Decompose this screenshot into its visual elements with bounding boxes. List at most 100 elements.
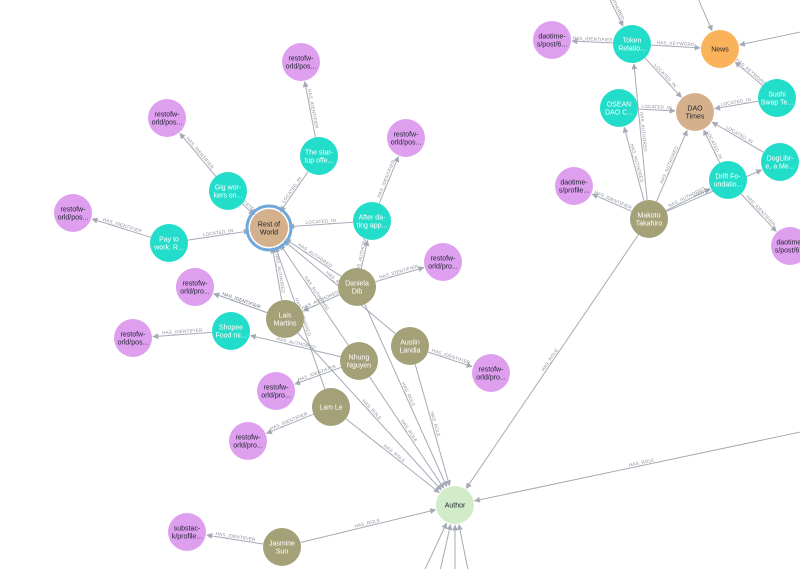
- node-circle[interactable]: [472, 354, 510, 392]
- node-circle[interactable]: [176, 268, 214, 306]
- node-drift-foundation[interactable]: Drift Fo-undatio...: [709, 161, 747, 199]
- edge-lam-le-to-author[interactable]: HAS_ROLE: [345, 418, 440, 493]
- node-circle[interactable]: [54, 194, 92, 232]
- node-lam-le[interactable]: Lam Le: [312, 388, 350, 426]
- edge-jasmine-sun-to-author[interactable]: HAS_ROLE: [300, 508, 437, 544]
- node-circle[interactable]: [257, 372, 295, 410]
- node-circle[interactable]: [266, 300, 304, 338]
- edge-token-relatio-to-dao-times[interactable]: LOCATED_IN: [644, 57, 682, 98]
- node-circle[interactable]: [263, 528, 301, 566]
- node-circle[interactable]: [676, 93, 714, 131]
- node-dt-profile[interactable]: daotime-s/profile...: [555, 167, 593, 205]
- node-rw-pro-1[interactable]: restofw-orld/pro...: [424, 243, 462, 281]
- node-circle[interactable]: [436, 486, 474, 524]
- node-circle[interactable]: [209, 172, 247, 210]
- node-startup-offe[interactable]: The star-tup offe...: [300, 137, 338, 175]
- node-news[interactable]: News: [701, 30, 739, 68]
- edge-offscreen-right-2-to-news[interactable]: [738, 30, 800, 47]
- node-gig-workers[interactable]: Gig wor-kers on...: [209, 172, 247, 210]
- node-circle[interactable]: [613, 25, 651, 63]
- node-circle[interactable]: [229, 422, 267, 460]
- edge-sushi-swap-to-news[interactable]: HAS_KEYWORD: [734, 57, 767, 86]
- edge-offscreen-bottom-4-to-author[interactable]: [457, 524, 470, 569]
- edge-offscreen-top-2-to-news[interactable]: [690, 0, 713, 32]
- node-rw-pos-3[interactable]: restofw-orld/pos...: [54, 194, 92, 232]
- edge-jasmine-sun-to-substack-profile[interactable]: HAS_IDENTIFIER: [206, 531, 264, 545]
- edge-after-dating-to-rest-of-world[interactable]: LOCATED_IN: [288, 218, 354, 230]
- node-circle[interactable]: [168, 513, 206, 551]
- node-rw-pro-6[interactable]: restofw-orld/pro...: [176, 268, 214, 306]
- edge-startup-offe-to-rw-pos-2[interactable]: HAS_IDENTIFIER: [302, 81, 320, 138]
- node-circle[interactable]: [761, 143, 799, 181]
- node-rw-pro-3[interactable]: restofw-orld/pro...: [472, 354, 510, 392]
- node-circle[interactable]: [387, 119, 425, 157]
- edge-gig-workers-to-rw-pos-1[interactable]: HAS_IDENTIFIER: [179, 132, 217, 177]
- node-circle[interactable]: [282, 43, 320, 81]
- node-substack-profile[interactable]: substac-k/profile...: [168, 513, 206, 551]
- edge-lam-le-to-rw-pro-5[interactable]: HAS_IDENTIFIER: [265, 411, 314, 435]
- edge-offscreen-bottom-1-to-author[interactable]: [420, 522, 447, 569]
- edge-token-relatio-to-news[interactable]: HAS_KEYWORD: [650, 40, 701, 51]
- node-circle[interactable]: [533, 21, 571, 59]
- node-circle[interactable]: [300, 137, 338, 175]
- node-circle[interactable]: [600, 89, 638, 127]
- node-circle[interactable]: [709, 161, 747, 199]
- node-circle[interactable]: [312, 388, 350, 426]
- node-after-dating[interactable]: After da-ting app...: [353, 202, 391, 240]
- node-circle[interactable]: [771, 227, 800, 265]
- node-rw-pos-2[interactable]: restofw-orld/pos...: [282, 43, 320, 81]
- edge-pay-to-work-to-rw-pos-3[interactable]: HAS_IDENTIFIER: [91, 217, 152, 238]
- node-circle[interactable]: [758, 79, 796, 117]
- edge-makoto-takahiro-to-dt-profile[interactable]: HAS_IDENTIFIER: [591, 190, 633, 212]
- edge-lais-martins-to-rw-pro-6[interactable]: HAS_IDENTIFIER: [213, 291, 268, 314]
- edge-offscreen-right-to-author[interactable]: HAS_ROLE: [473, 430, 800, 503]
- edge-osean-dao-to-dao-times[interactable]: LOCATED_IN: [637, 104, 676, 114]
- edge-offscreen-bottom-2-to-author[interactable]: [438, 523, 453, 569]
- node-rw-pos-4[interactable]: restofw-orld/pos...: [387, 119, 425, 157]
- node-circle[interactable]: [424, 243, 462, 281]
- node-doglibre[interactable]: DogLibr-e, a Me...: [761, 143, 799, 181]
- node-circle[interactable]: [250, 209, 288, 247]
- node-rw-pro-5[interactable]: restofw-orld/pro...: [229, 422, 267, 460]
- edge-after-dating-to-rw-pos-4[interactable]: HAS_IDENTIFIER: [376, 155, 400, 204]
- edge-pay-to-work-to-rest-of-world[interactable]: LOCATED_IN: [187, 228, 250, 241]
- node-circle[interactable]: [353, 202, 391, 240]
- node-circle[interactable]: [391, 327, 429, 365]
- node-circle[interactable]: [701, 30, 739, 68]
- edge-drift-foundation-to-dao-times[interactable]: LOCATED_IN: [703, 129, 724, 164]
- edge-drift-foundation-to-dt-post-2[interactable]: HAS_IDENTIFIER: [740, 193, 777, 232]
- edge-daniela-dib-to-rest-of-world[interactable]: HAS_AUTHORED: [285, 238, 342, 277]
- edge-sushi-swap-to-dao-times[interactable]: LOCATED_IN: [714, 97, 759, 111]
- edge-token-relatio-to-dt-post-1[interactable]: HAS_IDENTIFIER: [571, 36, 613, 45]
- node-circle[interactable]: [555, 167, 593, 205]
- edge-shopee-food-to-rw-pos-5[interactable]: HAS_IDENTIFIER: [152, 328, 213, 340]
- edge-makoto-takahiro-to-token-relatio[interactable]: HAS_AUTHORED: [631, 63, 648, 201]
- node-circle[interactable]: [148, 99, 186, 137]
- node-circle[interactable]: [212, 312, 250, 350]
- edge-daniela-dib-to-rw-pro-1[interactable]: HAS_IDENTIFIER: [375, 264, 425, 283]
- node-dt-post-1[interactable]: daotime-s/post/6...: [533, 21, 571, 59]
- node-rw-pos-1[interactable]: restofw-orld/pos...: [148, 99, 186, 137]
- edge-startup-offe-to-rest-of-world[interactable]: LOCATED_IN: [279, 171, 309, 213]
- node-rw-pro-4[interactable]: restofw-orld/pro...: [257, 372, 295, 410]
- node-circle[interactable]: [150, 224, 188, 262]
- node-circle[interactable]: [340, 342, 378, 380]
- edge-lais-martins-to-rest-of-world[interactable]: HAS_AUTHORED: [270, 247, 286, 301]
- edge-daniela-dib-to-after-dating[interactable]: HAS_AUTHORED: [355, 233, 370, 274]
- edge-austin-landia-to-author[interactable]: HAS_ROLE: [414, 364, 451, 487]
- edge-makoto-takahiro-to-dao-times[interactable]: HAS_AUTHORED: [656, 129, 688, 202]
- edge-nhung-nguyen-to-rw-pro-4[interactable]: HAS_IDENTIFIER: [294, 364, 342, 386]
- node-dt-post-2[interactable]: daotime-s/post/6...: [771, 227, 800, 265]
